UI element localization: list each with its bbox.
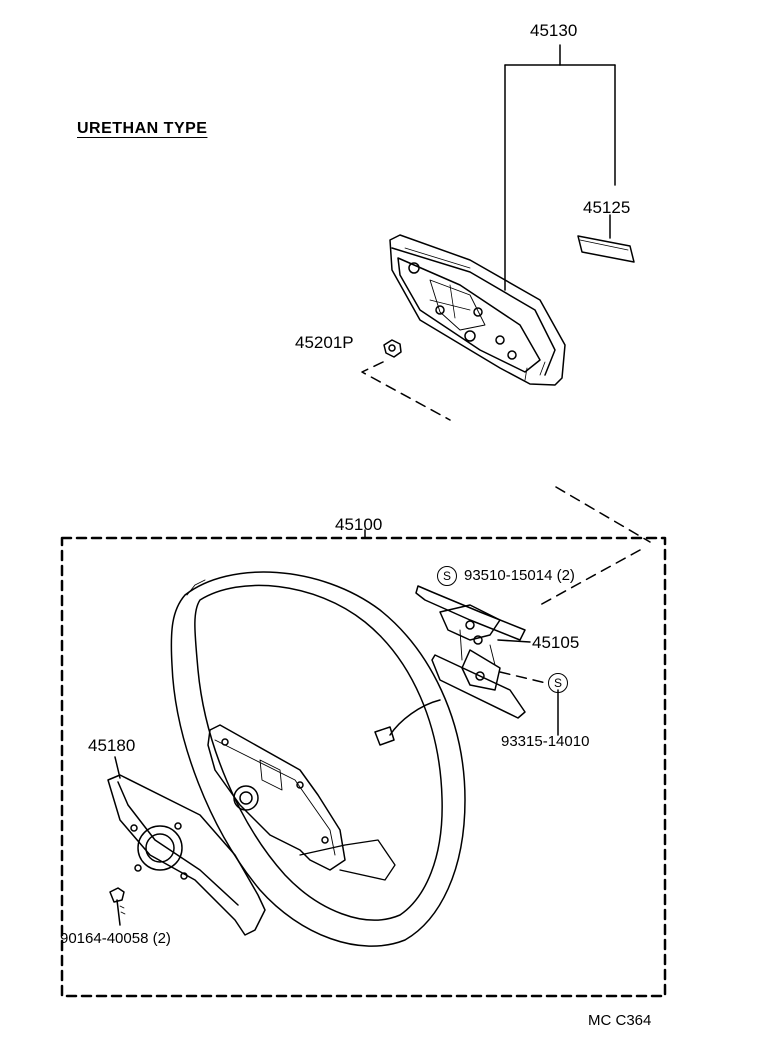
- steering-wheel-45100: [170, 571, 466, 947]
- back-cover-45180: [107, 756, 266, 936]
- part-label-45125: 45125: [583, 198, 631, 217]
- part-label-93315: 93315-14010: [501, 733, 590, 750]
- standard-part-icon: S: [437, 566, 457, 586]
- diagram-title: URETHAN TYPE: [77, 120, 208, 137]
- part-label-45201P: 45201P: [295, 333, 354, 352]
- leader-45130: [504, 44, 616, 291]
- standard-part-icon: S: [548, 673, 568, 693]
- screw-90164: [109, 887, 126, 926]
- part-label-45130: 45130: [530, 21, 578, 40]
- dashed-connections: [361, 361, 651, 684]
- part-label-45180: 45180: [88, 736, 136, 755]
- horn-switch-45105: [415, 585, 531, 719]
- emblem-45125: [577, 235, 635, 263]
- part-label-93510: 93510-15014 (2): [464, 567, 575, 584]
- part-label-45100: 45100: [335, 515, 383, 534]
- horn-pad-45130: [389, 234, 566, 386]
- assembly-box-45100: [60, 536, 667, 998]
- nut-45201P: [383, 339, 402, 358]
- diagram-code: MC C364: [588, 1012, 652, 1029]
- part-label-45105: 45105: [532, 633, 580, 652]
- part-label-90164: 90164-40058 (2): [60, 930, 171, 947]
